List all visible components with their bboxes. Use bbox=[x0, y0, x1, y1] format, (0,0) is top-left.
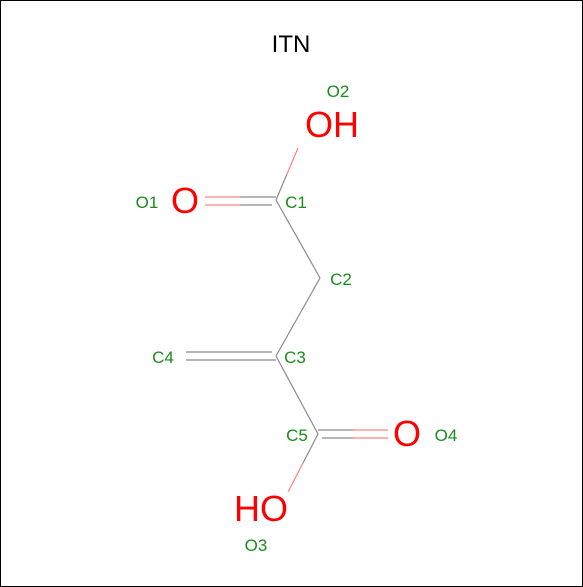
atom-label-c1: C1 bbox=[285, 193, 307, 212]
element-symbols: OH O O HO bbox=[171, 104, 421, 529]
atom-label-c2: C2 bbox=[330, 270, 352, 289]
element-o-left: O bbox=[171, 180, 199, 221]
atom-label-o4: O4 bbox=[435, 426, 458, 445]
bond-c1-o2 bbox=[275, 147, 299, 201]
atom-label-o2: O2 bbox=[327, 82, 350, 101]
bonds bbox=[186, 147, 388, 493]
atom-label-c5: C5 bbox=[286, 426, 308, 445]
bond-c1-c2 bbox=[275, 199, 321, 279]
atom-label-c3: C3 bbox=[284, 348, 306, 367]
atom-labels: O2 O1 C1 C2 C4 C3 C5 O4 O3 bbox=[136, 82, 458, 555]
bond-c3-c5 bbox=[275, 355, 319, 435]
bond-c5-o3 bbox=[287, 433, 319, 493]
atom-label-o3: O3 bbox=[245, 536, 268, 555]
atom-label-o1: O1 bbox=[136, 193, 159, 212]
element-ho-bottom: HO bbox=[234, 488, 288, 529]
atom-label-c4: C4 bbox=[152, 348, 174, 367]
element-oh-top: OH bbox=[305, 104, 359, 145]
bond-c2-c3 bbox=[275, 277, 321, 357]
element-o-right: O bbox=[393, 413, 421, 454]
molecule-title: ITN bbox=[272, 31, 311, 58]
